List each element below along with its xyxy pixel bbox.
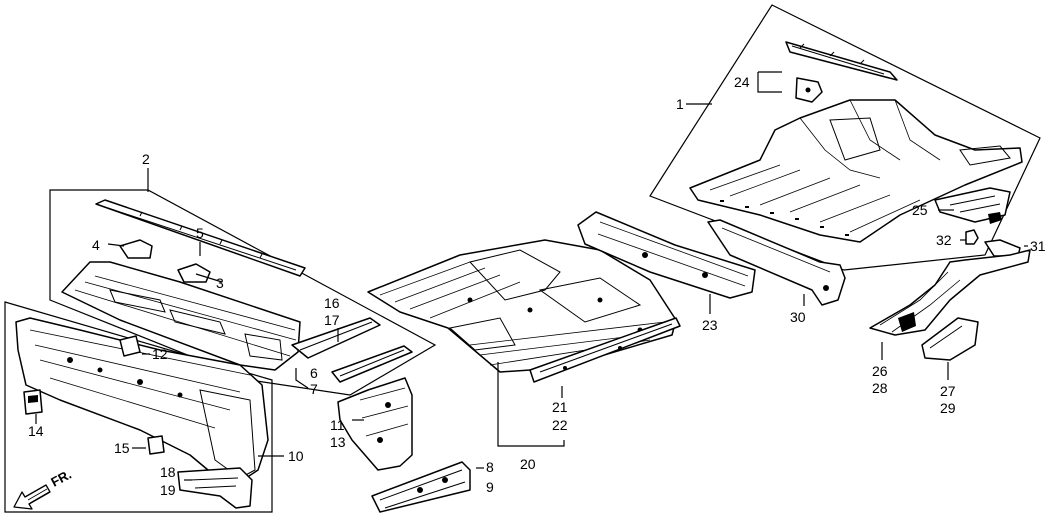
- callout-6: 6: [310, 365, 318, 381]
- callout-19: 19: [160, 482, 176, 498]
- callout-2: 2: [142, 151, 150, 167]
- callout-16: 16: [324, 295, 340, 311]
- middle-cross-member: [577, 211, 756, 299]
- dashboard-upper-assembly: [61, 199, 413, 383]
- front-floor-holes: [467, 297, 643, 333]
- callout-17: 17: [324, 312, 340, 328]
- callout-14: 14: [28, 423, 44, 439]
- callout-7: 7: [310, 381, 318, 397]
- callout-9: 9: [486, 479, 494, 495]
- callout-24: 24: [734, 74, 750, 90]
- callout-10: 10: [288, 448, 304, 464]
- callout-3: 3: [216, 275, 224, 291]
- callout-20: 20: [520, 456, 536, 472]
- callout-27: 27: [940, 383, 956, 399]
- callout-1: 1: [676, 96, 684, 112]
- callout-18: 18: [160, 464, 176, 480]
- bulkhead-assembly: [15, 317, 471, 513]
- callout-32: 32: [936, 232, 952, 248]
- rear-cross-member: [707, 219, 846, 306]
- callout-30: 30: [790, 309, 806, 325]
- rear-floor-group-frame: [649, 4, 1041, 271]
- callout-29: 29: [940, 400, 956, 416]
- callout-21: 21: [552, 399, 568, 415]
- callout-11: 11: [330, 417, 345, 433]
- callout-26: 26: [872, 363, 888, 379]
- leader-lines: [35, 71, 1028, 481]
- callout-5: 5: [196, 225, 204, 241]
- front-direction-label: FR.: [48, 467, 74, 490]
- callout-4: 4: [92, 237, 100, 253]
- front-floor-assembly: [367, 239, 681, 383]
- rear-floor-slots: [720, 200, 849, 236]
- front-direction-indicator: FR.: [13, 467, 74, 510]
- callout-8: 8: [486, 459, 494, 475]
- callout-25: 25: [912, 202, 928, 218]
- callout-labels: 1 2 3 4 5 6 7 8 9 10 11 12 13 14 15 16 1…: [28, 74, 1046, 498]
- rear-floor-assembly: [689, 41, 1023, 243]
- callout-15: 15: [114, 440, 130, 456]
- rear-frame-assembly: [869, 229, 1031, 361]
- callout-23: 23: [702, 317, 718, 333]
- callout-22: 22: [552, 417, 568, 433]
- callout-12: 12: [152, 346, 168, 362]
- arrow-down-left-icon: [13, 484, 51, 510]
- callout-13: 13: [330, 434, 346, 450]
- callout-31: 31: [1030, 238, 1046, 254]
- callout-28: 28: [872, 380, 888, 396]
